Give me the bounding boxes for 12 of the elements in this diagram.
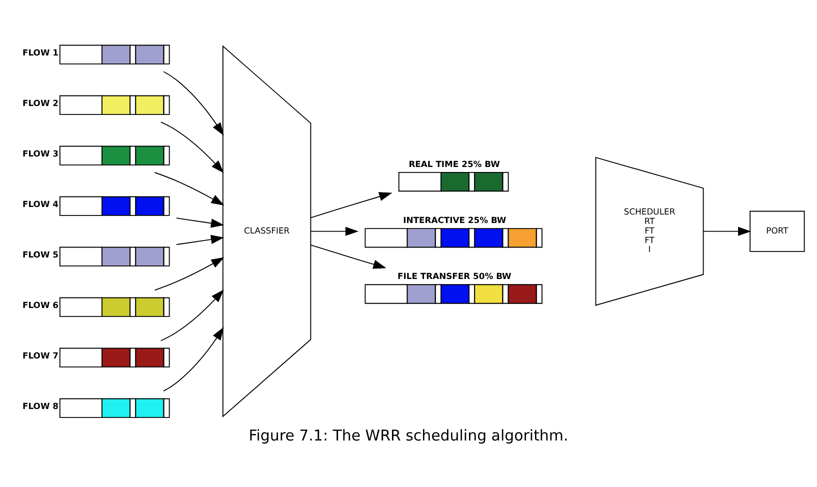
- node-label: FLOW 6: [22, 300, 58, 310]
- node-label: INTERACTIVE 25% BW: [403, 215, 506, 226]
- node-label: FLOW 5: [22, 250, 58, 260]
- node-label: FLOW 3: [22, 148, 58, 159]
- node-label: FLOW 1: [22, 48, 58, 58]
- node-label: FILE TRANSFER 50% BW: [397, 271, 512, 282]
- caption: Figure 7.1: The WRR scheduling algorithm.: [248, 426, 568, 445]
- node-label: FLOW 4: [22, 199, 58, 210]
- node-label: FLOW 8: [22, 401, 58, 412]
- node-label: FLOW 2: [22, 98, 58, 108]
- node-label: REAL TIME 25% BW: [408, 158, 500, 169]
- node-label: FLOW 7: [22, 350, 58, 361]
